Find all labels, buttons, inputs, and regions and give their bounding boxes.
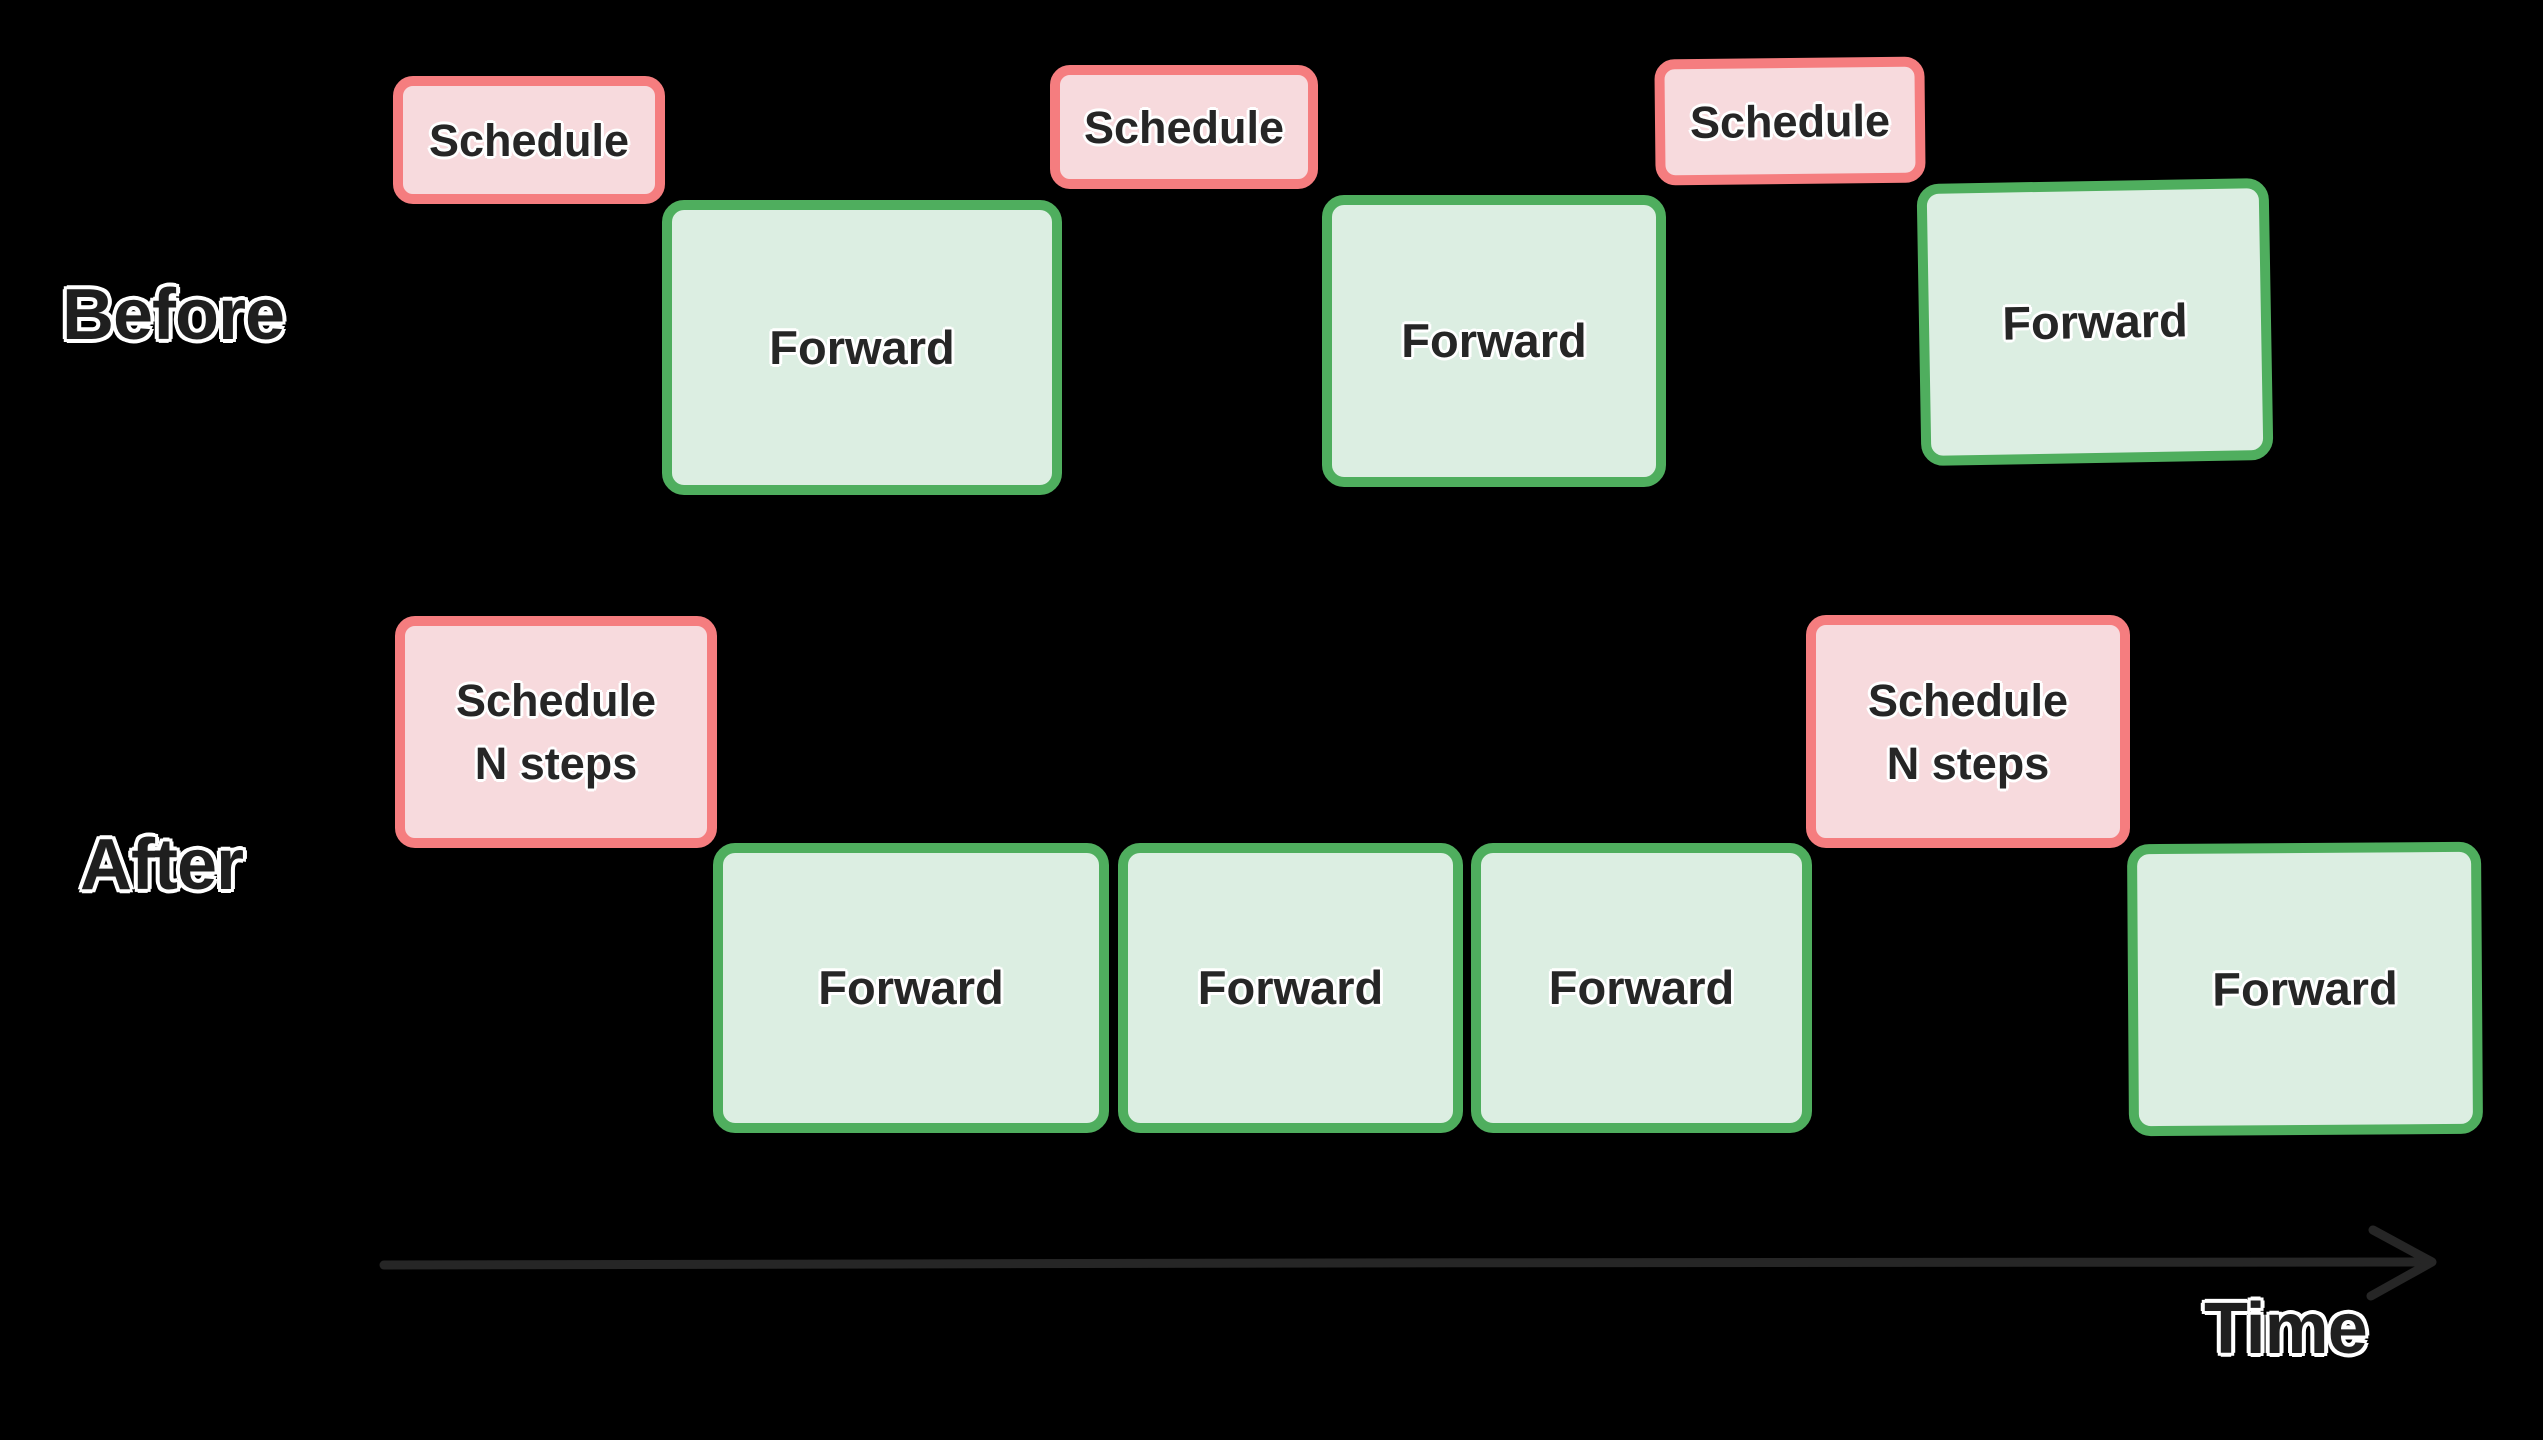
schedule-box-before-2: Schedule <box>1050 65 1318 189</box>
forward-box-before-2: Forward <box>1322 195 1666 487</box>
forward-box-after-1: Forward <box>713 843 1109 1133</box>
schedule-box-before-1: Schedule <box>393 76 665 204</box>
schedule-n-steps-box-after-2: Schedule N steps <box>1806 615 2130 848</box>
schedule-box-before-3: Schedule <box>1654 56 1926 186</box>
forward-box-before-1: Forward <box>662 200 1062 495</box>
forward-box-after-4: Forward <box>2126 841 2484 1137</box>
forward-box-before-3: Forward <box>1916 177 2274 467</box>
time-axis-label: Time <box>2204 1289 2368 1369</box>
forward-box-after-3: Forward <box>1471 843 1812 1133</box>
schedule-n-steps-box-after-1: Schedule N steps <box>395 616 717 848</box>
forward-box-after-2: Forward <box>1118 843 1463 1133</box>
before-row-label: Before <box>62 275 285 355</box>
after-row-label: After <box>80 825 244 905</box>
time-axis-arrow-icon <box>379 1225 2437 1301</box>
